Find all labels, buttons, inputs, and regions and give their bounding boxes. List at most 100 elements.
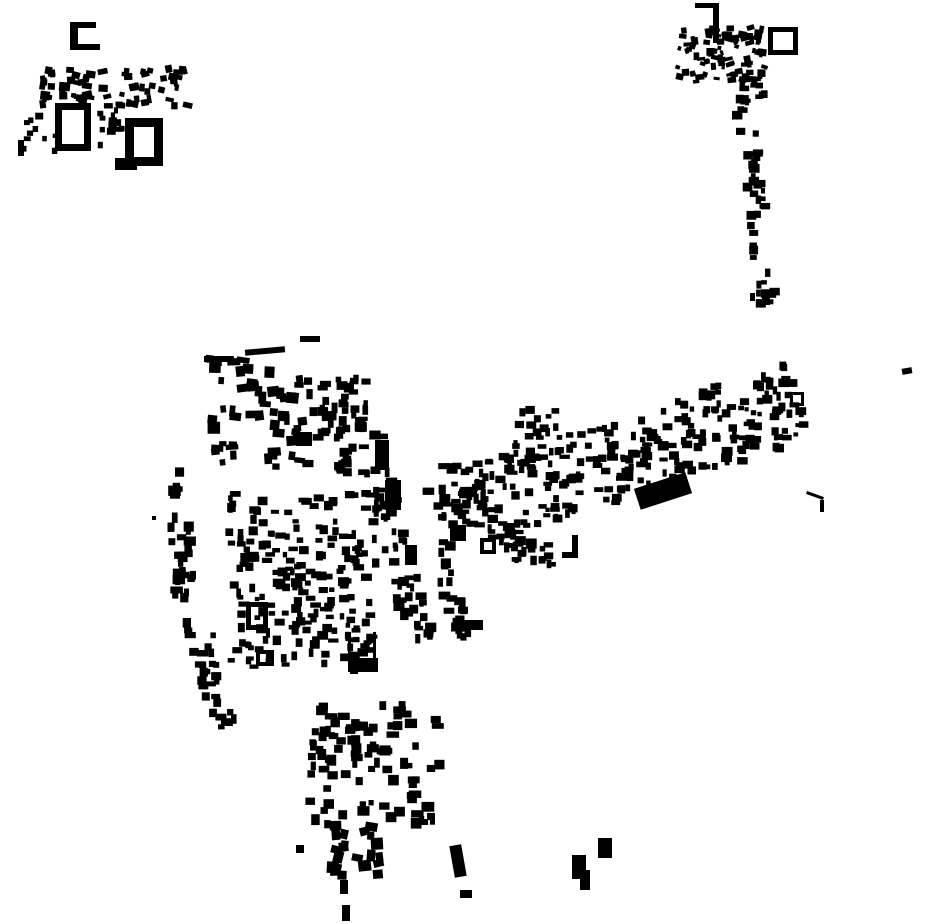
building xyxy=(302,459,314,468)
building xyxy=(455,620,483,630)
building xyxy=(721,63,726,70)
building xyxy=(753,422,762,431)
building xyxy=(603,496,610,503)
building xyxy=(681,68,690,77)
building xyxy=(379,500,390,510)
building xyxy=(366,598,373,607)
building xyxy=(525,447,535,457)
building xyxy=(748,160,756,170)
building xyxy=(462,518,471,525)
building xyxy=(362,404,367,413)
building xyxy=(746,61,752,68)
building xyxy=(378,487,388,493)
building xyxy=(737,106,745,113)
building xyxy=(210,632,216,639)
building xyxy=(338,810,348,820)
building xyxy=(209,708,217,718)
building xyxy=(704,58,710,64)
building xyxy=(296,845,304,853)
building xyxy=(295,573,306,582)
building xyxy=(351,743,362,754)
building xyxy=(240,553,250,562)
building xyxy=(721,31,727,39)
building xyxy=(693,442,703,452)
building xyxy=(297,416,308,426)
building xyxy=(636,450,641,458)
building xyxy=(374,493,385,502)
building xyxy=(323,799,334,809)
building xyxy=(328,638,339,643)
building xyxy=(296,537,304,543)
building xyxy=(295,638,303,647)
building xyxy=(757,179,766,187)
building xyxy=(388,774,399,786)
building xyxy=(441,562,449,570)
building xyxy=(511,491,520,500)
building xyxy=(254,596,260,602)
building xyxy=(324,820,331,829)
building xyxy=(198,682,209,690)
building xyxy=(677,45,682,51)
building xyxy=(306,389,313,400)
building xyxy=(102,93,112,100)
building xyxy=(756,280,762,289)
building xyxy=(451,481,458,487)
building xyxy=(274,618,285,626)
building xyxy=(284,413,290,425)
building xyxy=(275,532,286,539)
building xyxy=(543,513,551,518)
building xyxy=(246,656,254,661)
building xyxy=(335,426,343,438)
building xyxy=(781,375,791,385)
building xyxy=(310,602,321,608)
building xyxy=(484,459,494,465)
building xyxy=(174,84,180,92)
building xyxy=(357,806,370,816)
building xyxy=(460,890,472,898)
building xyxy=(24,120,30,126)
building xyxy=(726,31,733,40)
building xyxy=(680,437,687,445)
building xyxy=(696,56,706,61)
building xyxy=(372,869,384,879)
building xyxy=(284,509,293,516)
building xyxy=(775,435,783,440)
building xyxy=(756,289,761,297)
building xyxy=(338,577,349,587)
building xyxy=(517,459,523,466)
building xyxy=(764,291,769,297)
building xyxy=(350,405,360,413)
building xyxy=(685,430,691,439)
building xyxy=(577,431,586,438)
building xyxy=(717,45,722,51)
building xyxy=(168,538,176,546)
building xyxy=(272,578,284,587)
building xyxy=(243,641,250,647)
building xyxy=(712,48,718,54)
building xyxy=(277,567,288,577)
building xyxy=(211,672,222,681)
building xyxy=(327,542,335,548)
building xyxy=(646,433,654,442)
building xyxy=(285,566,294,571)
building xyxy=(685,46,693,53)
building xyxy=(739,79,745,87)
building xyxy=(244,346,286,356)
building xyxy=(341,407,349,414)
building xyxy=(721,453,732,463)
building xyxy=(496,533,505,540)
building xyxy=(721,409,731,418)
building xyxy=(550,502,560,509)
building xyxy=(409,604,419,614)
building xyxy=(201,692,210,701)
building xyxy=(296,562,306,569)
building xyxy=(706,464,711,470)
building xyxy=(210,419,217,432)
building xyxy=(597,454,606,461)
building xyxy=(465,466,474,473)
building xyxy=(342,468,352,477)
building xyxy=(527,469,538,478)
building xyxy=(322,573,333,580)
building xyxy=(606,442,616,450)
